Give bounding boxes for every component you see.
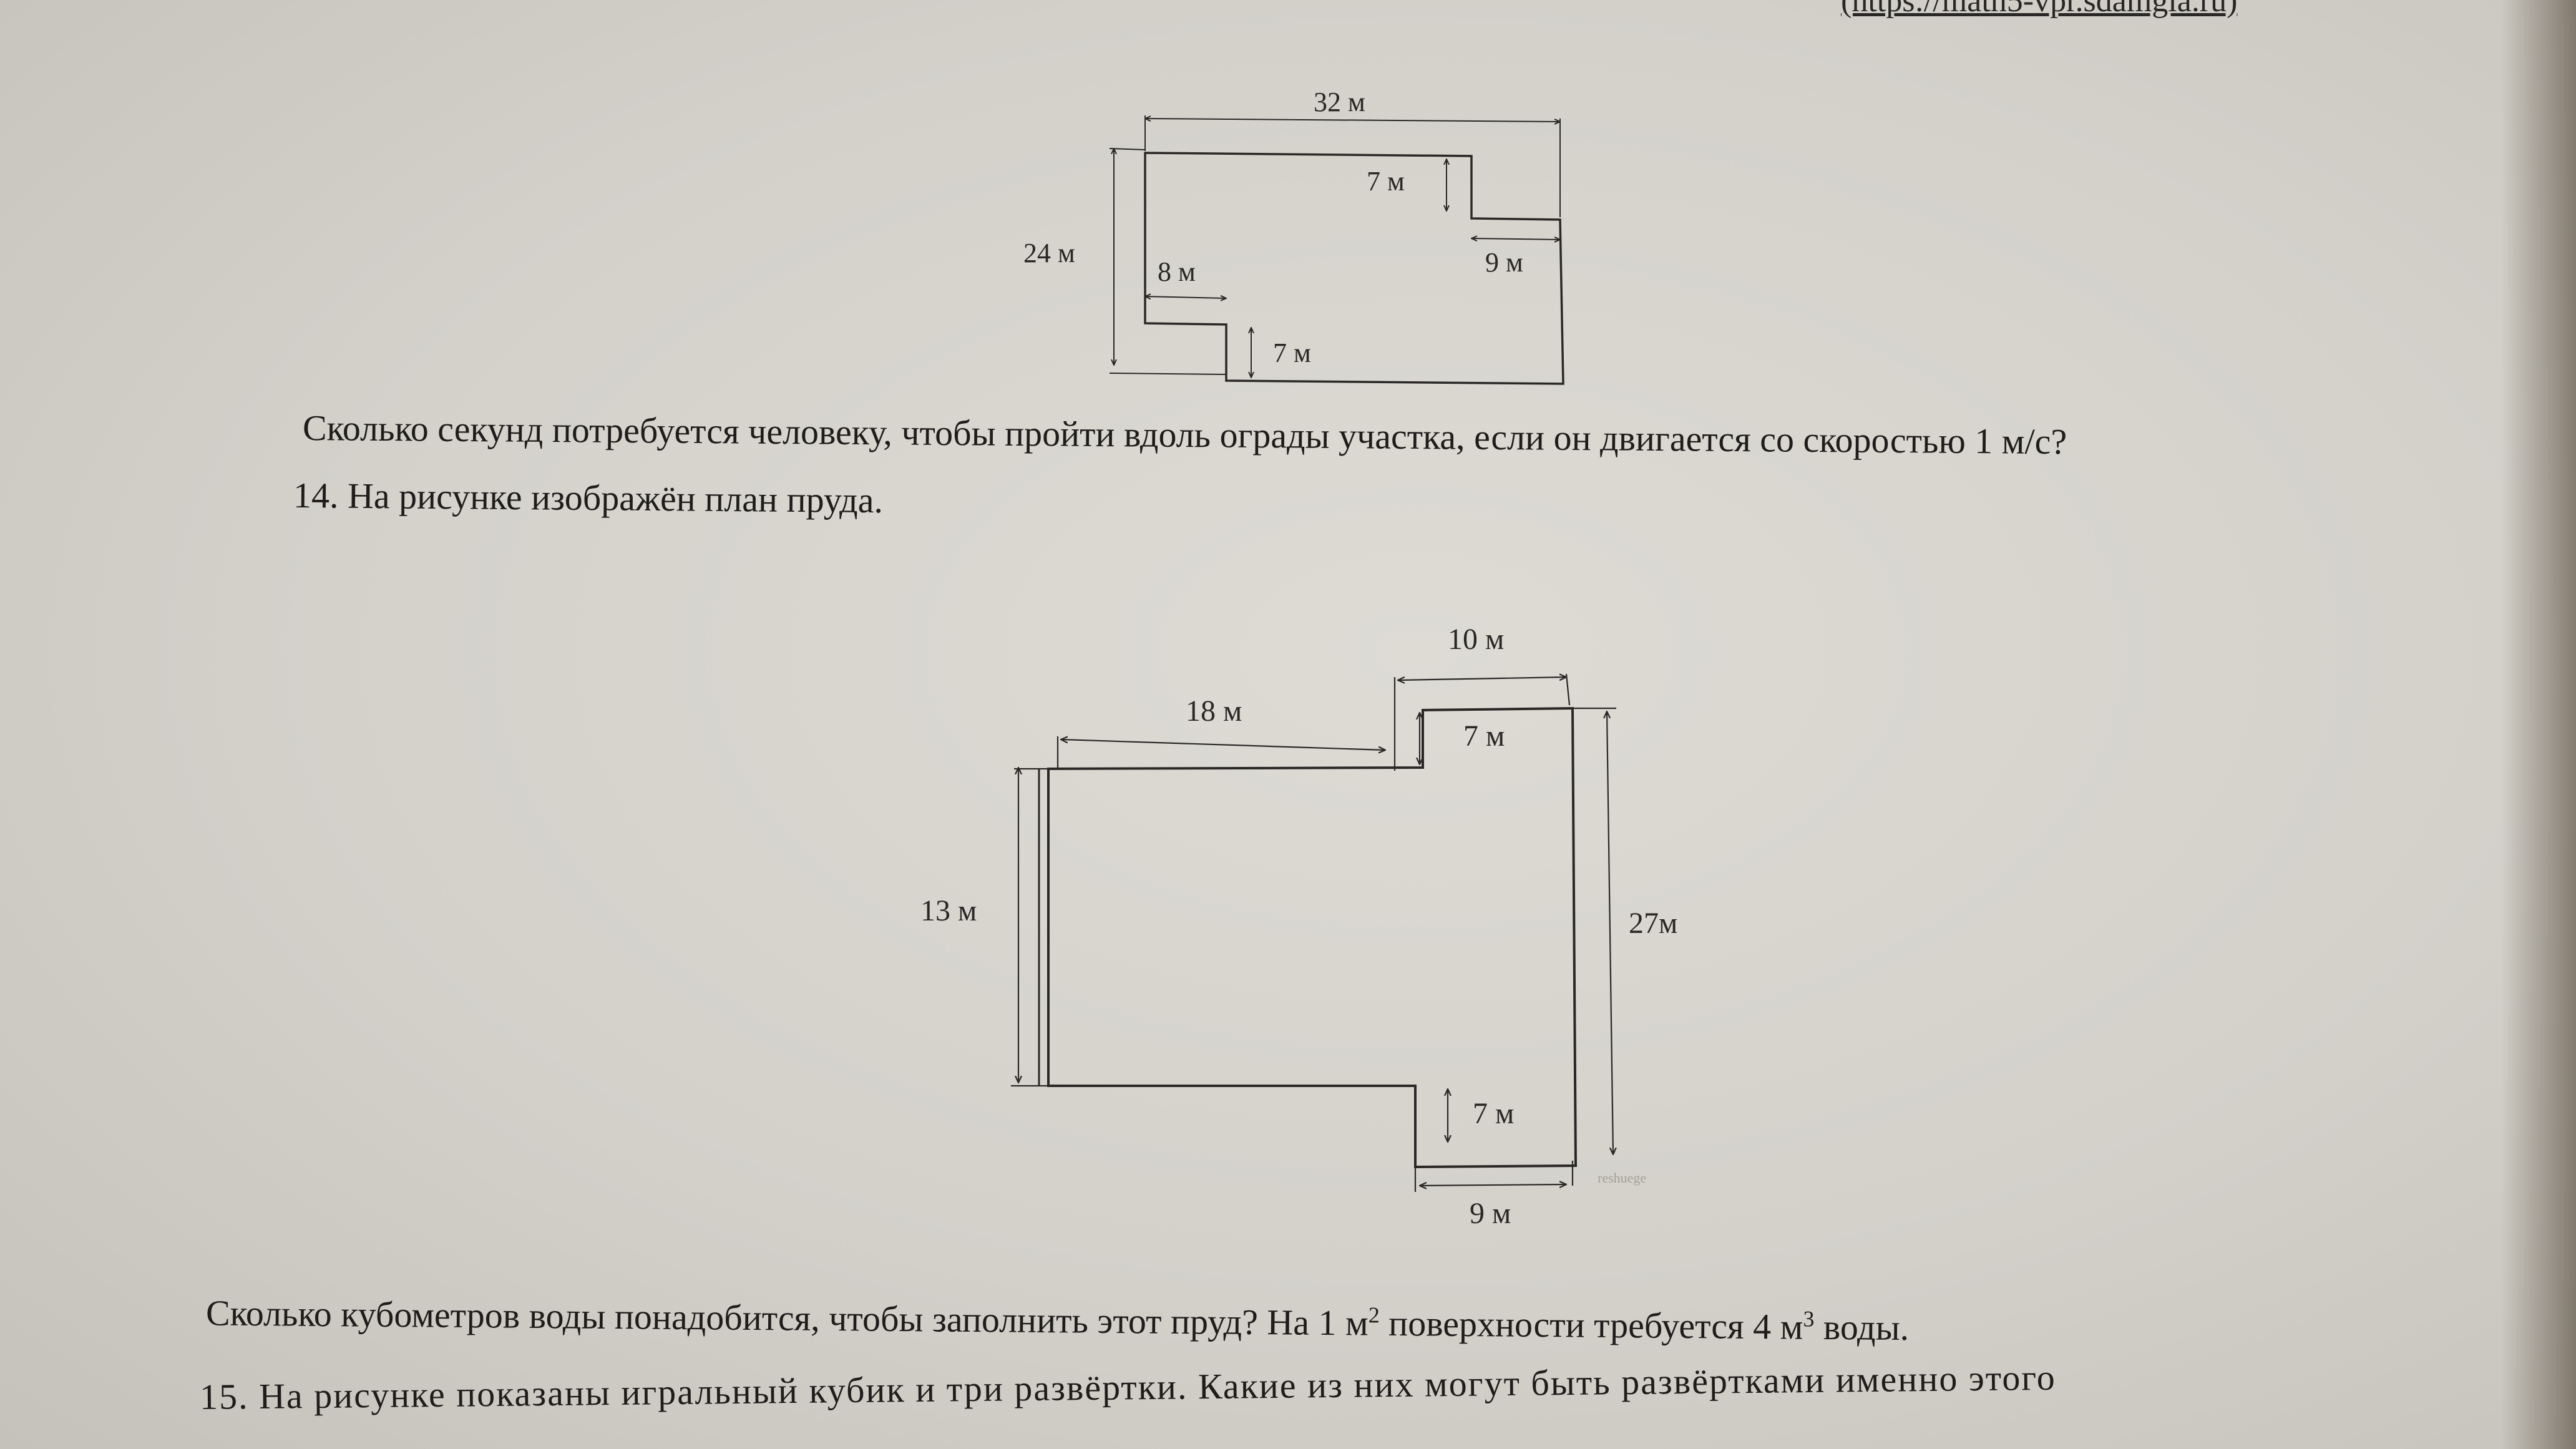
pond-label-27: 27м	[1629, 907, 1677, 940]
plot-label-notch-top-width: 9 м	[1485, 247, 1523, 278]
plot-label-24: 24 м	[1023, 238, 1075, 268]
question14-text-part3: воды.	[1814, 1306, 1910, 1349]
question14-sup-squared: 2	[1368, 1302, 1380, 1328]
page-edge-shadow	[2501, 0, 2576, 1449]
plot-outline	[1144, 152, 1564, 385]
question14-sup-cubed: 3	[1803, 1306, 1815, 1332]
plot-label-32: 32 м	[1314, 87, 1365, 117]
pond-dimension-lines	[1011, 674, 1616, 1192]
header-url-link[interactable]: (https://math5-vpr.sdamgia.ru)	[1841, 0, 2238, 19]
plot-dimension-lines	[1109, 115, 1560, 378]
pond-label-notch-bottom: 7 м	[1473, 1097, 1514, 1130]
plot-label-notch-bottom-width: 8 м	[1158, 256, 1196, 287]
pond-label-13: 13 м	[920, 894, 977, 927]
pond-label-18: 18 м	[1186, 695, 1242, 728]
plot-label-notch-top-height: 7 м	[1367, 166, 1405, 197]
question14-text-part2: поверхности требуется 4 м	[1379, 1302, 1803, 1347]
pond-plan-figure: 10 м 18 м 7 м 13 м 27м 7 м 9 м reshuege	[920, 623, 1677, 1230]
question14-title: 14. На рисунке изображён план пруда.	[293, 475, 884, 521]
plot-label-notch-bottom-height: 7 м	[1273, 338, 1311, 368]
pond-label-notch-top: 7 м	[1463, 720, 1505, 753]
plot-plan-figure: 32 м 24 м 7 м 9 м 8 м 7 м	[1023, 87, 1564, 385]
pond-label-9: 9 м	[1470, 1197, 1511, 1230]
pond-watermark: reshuege	[1598, 1170, 1646, 1186]
pond-label-10: 10 м	[1448, 623, 1504, 656]
